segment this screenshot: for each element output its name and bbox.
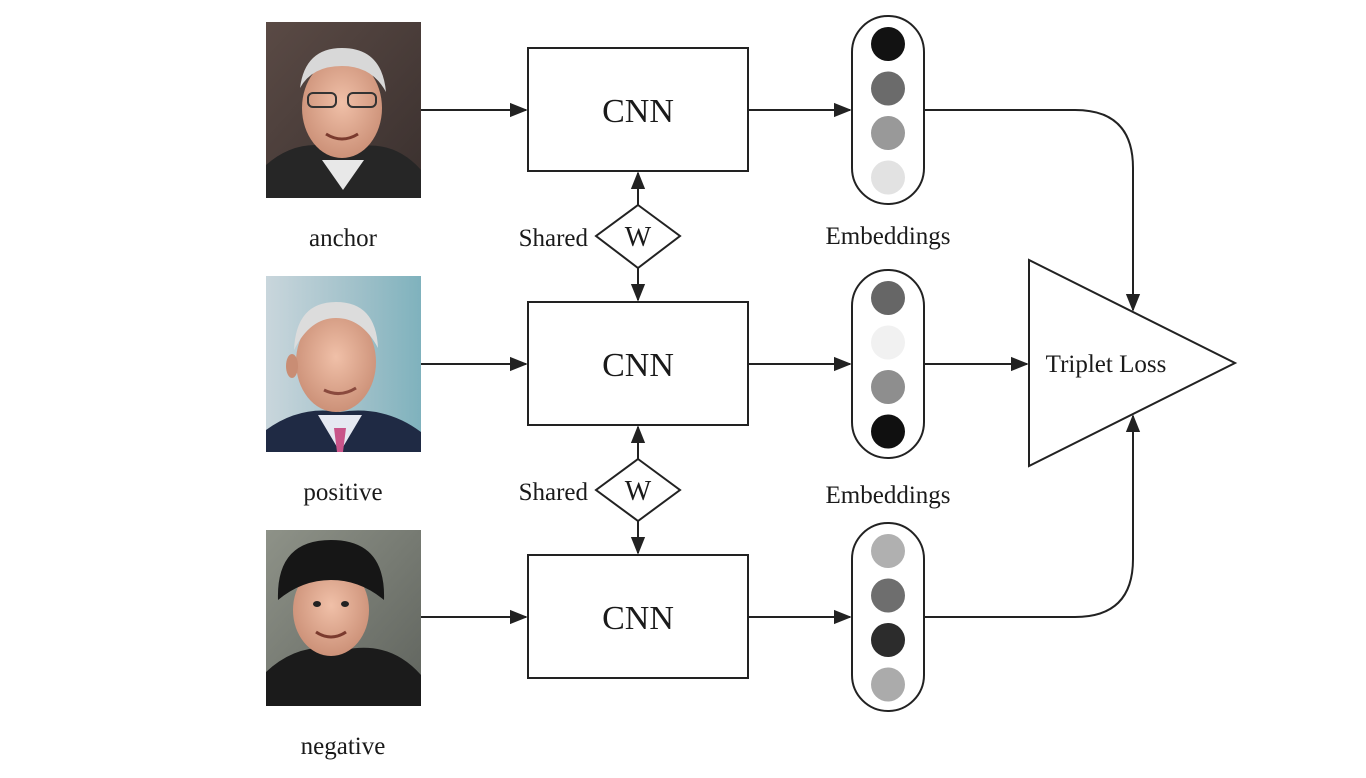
triplet-loss-label: Triplet Loss: [1046, 351, 1167, 378]
embedding-capsule-positive: [851, 269, 925, 459]
shared-weights-2: W Shared: [519, 425, 682, 555]
embedding-capsule-negative: [851, 522, 925, 712]
negative-label: negative: [301, 733, 386, 760]
embedding-dot: [871, 623, 905, 657]
cnn-box-positive: CNN: [527, 301, 749, 426]
cnn-label: CNN: [602, 600, 674, 637]
shared-w-diamond: [594, 457, 682, 523]
embedding-dot: [871, 370, 905, 404]
triplet-loss-block: Triplet Loss: [1028, 258, 1238, 468]
embedding-capsule-anchor: [851, 15, 925, 205]
arrow-anchor-to-loss: [924, 109, 1141, 312]
embedding-dot: [871, 281, 905, 315]
face-photo-negative: [266, 530, 421, 706]
embedding-dot: [871, 71, 905, 106]
embedding-dot: [871, 414, 905, 449]
cnn-label: CNN: [602, 347, 674, 384]
w-symbol: W: [625, 222, 652, 253]
embeddings-label: Embeddings: [826, 482, 951, 509]
face-photo-positive: [266, 276, 421, 452]
shared-weights-1: W Shared: [519, 171, 682, 302]
embedding-dot: [871, 160, 905, 195]
embedding-dot: [871, 325, 905, 360]
arrow-negative-to-loss: [924, 414, 1141, 618]
cnn-label: CNN: [602, 93, 674, 130]
w-symbol: W: [625, 476, 652, 507]
face-photo-anchor: [266, 22, 421, 198]
embeddings-label: Embeddings: [826, 223, 951, 250]
cnn-box-negative: CNN: [527, 554, 749, 679]
shared-label: Shared: [519, 225, 589, 252]
anchor-label: anchor: [309, 225, 378, 252]
embedding-dot: [871, 116, 905, 150]
embedding-dot: [871, 667, 905, 702]
shared-label: Shared: [519, 479, 589, 506]
cnn-box-anchor: CNN: [527, 47, 749, 172]
embedding-dot: [871, 534, 905, 568]
shared-w-diamond: [594, 203, 682, 270]
positive-label: positive: [303, 479, 382, 506]
embedding-dot: [871, 27, 905, 61]
embedding-dot: [871, 578, 905, 613]
